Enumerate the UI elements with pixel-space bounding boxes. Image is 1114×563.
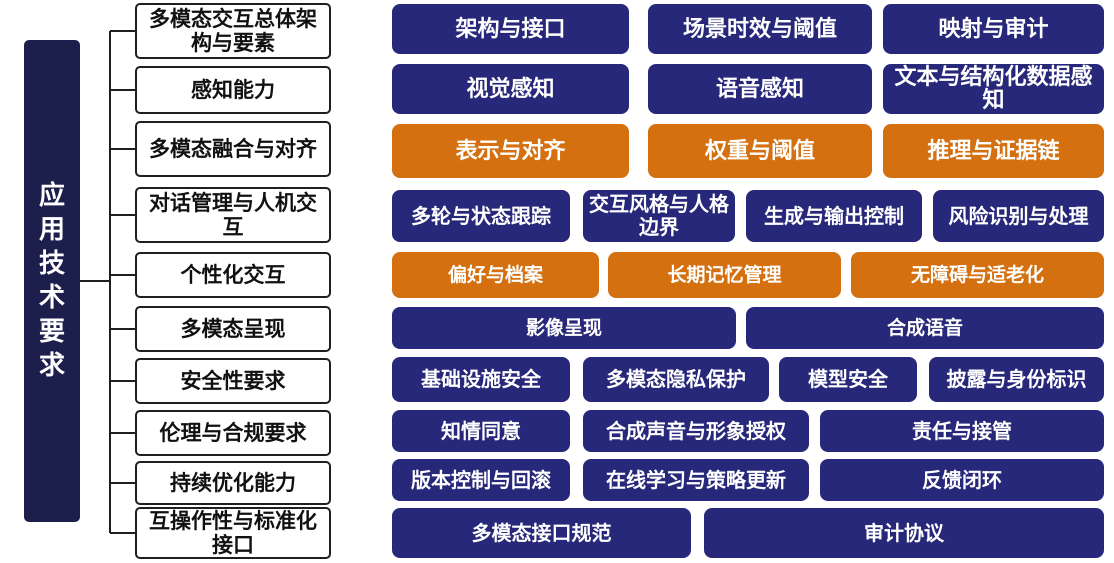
cell-weights-thresholds: 权重与阈值 — [648, 124, 872, 178]
cell-preference-profile: 偏好与档案 — [392, 252, 599, 298]
cell-responsibility-takeover: 责任与接管 — [820, 410, 1104, 452]
cell-audit-protocol: 审计协议 — [704, 508, 1104, 558]
category-security: 安全性要求 — [135, 358, 331, 404]
cell-accessibility: 无障碍与适老化 — [851, 252, 1104, 298]
category-fusion-alignment: 多模态融合与对齐 — [135, 121, 331, 177]
category-presentation: 多模态呈现 — [135, 306, 331, 352]
root-label: 应用技术要求 — [38, 181, 65, 381]
cell-interface-spec: 多模态接口规范 — [392, 508, 691, 558]
root-node: 应用技术要求 — [24, 40, 80, 522]
cell-infrastructure-security: 基础设施安全 — [392, 357, 570, 402]
cell-long-term-memory: 长期记忆管理 — [608, 252, 841, 298]
cell-style-persona: 交互风格与人格边界 — [583, 190, 735, 242]
cell-version-rollback: 版本控制与回滚 — [392, 459, 570, 501]
cell-scenario-timeliness: 场景时效与阈值 — [648, 4, 872, 54]
cell-speech-perception: 语音感知 — [648, 64, 872, 114]
cell-model-security: 模型安全 — [779, 357, 917, 402]
cell-voice-likeness-authorization: 合成声音与形象授权 — [583, 410, 809, 452]
cell-multiturn-state: 多轮与状态跟踪 — [392, 190, 570, 242]
cell-risk-handling: 风险识别与处理 — [933, 190, 1104, 242]
category-perception: 感知能力 — [135, 66, 331, 114]
cell-reasoning-evidence: 推理与证据链 — [883, 124, 1104, 178]
cell-disclosure-identity: 披露与身份标识 — [929, 357, 1104, 402]
category-interoperability: 互操作性与标准化接口 — [135, 507, 331, 559]
category-ethics-compliance: 伦理与合规要求 — [135, 410, 331, 456]
category-architecture: 多模态交互总体架构与要素 — [135, 3, 331, 59]
cell-generation-control: 生成与输出控制 — [746, 190, 922, 242]
cell-text-structured-perception: 文本与结构化数据感知 — [883, 64, 1104, 114]
cell-mapping-audit: 映射与审计 — [883, 4, 1104, 54]
cell-representation-alignment: 表示与对齐 — [392, 124, 629, 178]
category-personalization: 个性化交互 — [135, 252, 331, 298]
cell-synthetic-speech: 合成语音 — [746, 307, 1104, 349]
cell-privacy-protection: 多模态隐私保护 — [583, 357, 769, 402]
cell-feedback-loop: 反馈闭环 — [820, 459, 1104, 501]
cell-informed-consent: 知情同意 — [392, 410, 570, 452]
cell-image-presentation: 影像呈现 — [392, 307, 736, 349]
category-dialogue-management: 对话管理与人机交互 — [135, 187, 331, 243]
cell-visual-perception: 视觉感知 — [392, 64, 629, 114]
category-continuous-optimization: 持续优化能力 — [135, 461, 331, 505]
cell-architecture-interfaces: 架构与接口 — [392, 4, 629, 54]
cell-online-learning: 在线学习与策略更新 — [583, 459, 809, 501]
